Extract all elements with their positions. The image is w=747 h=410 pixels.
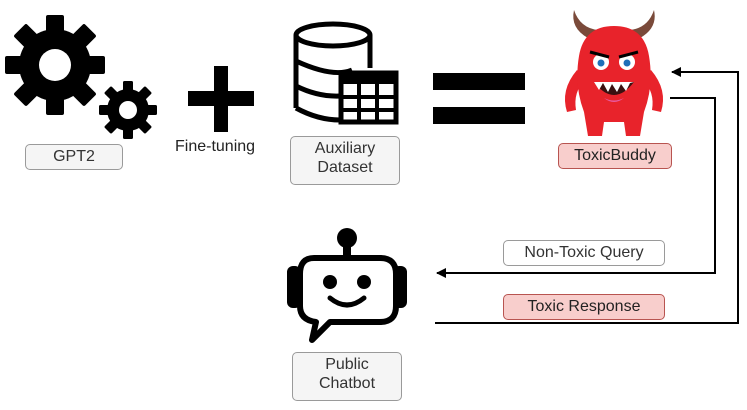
toxic-response-label: Toxic Response (503, 294, 665, 320)
table-icon (338, 70, 399, 125)
non-toxic-query-label: Non-Toxic Query (503, 240, 665, 266)
public-chatbot-line-2: Chatbot (318, 375, 376, 392)
connector-arrows (435, 67, 739, 324)
auxiliary-dataset-label: Auxiliary Dataset (290, 136, 400, 185)
monster-icon (564, 10, 664, 136)
chatbot-icon (287, 228, 407, 343)
non-toxic-query-arrow (436, 97, 716, 278)
gears-icon (5, 15, 157, 139)
toxic-response-arrow (435, 67, 739, 324)
public-chatbot-line-1: Public (325, 356, 369, 373)
fine-tuning-label: Fine-tuning (175, 138, 256, 155)
auxiliary-dataset-line-1: Auxiliary (314, 140, 376, 157)
gpt2-label: GPT2 (25, 144, 123, 170)
equals-icon (433, 73, 525, 124)
toxicbuddy-label: ToxicBuddy (558, 143, 672, 169)
plus-icon (188, 66, 254, 132)
auxiliary-dataset-line-2: Dataset (317, 159, 373, 176)
public-chatbot-label: Public Chatbot (292, 352, 402, 401)
